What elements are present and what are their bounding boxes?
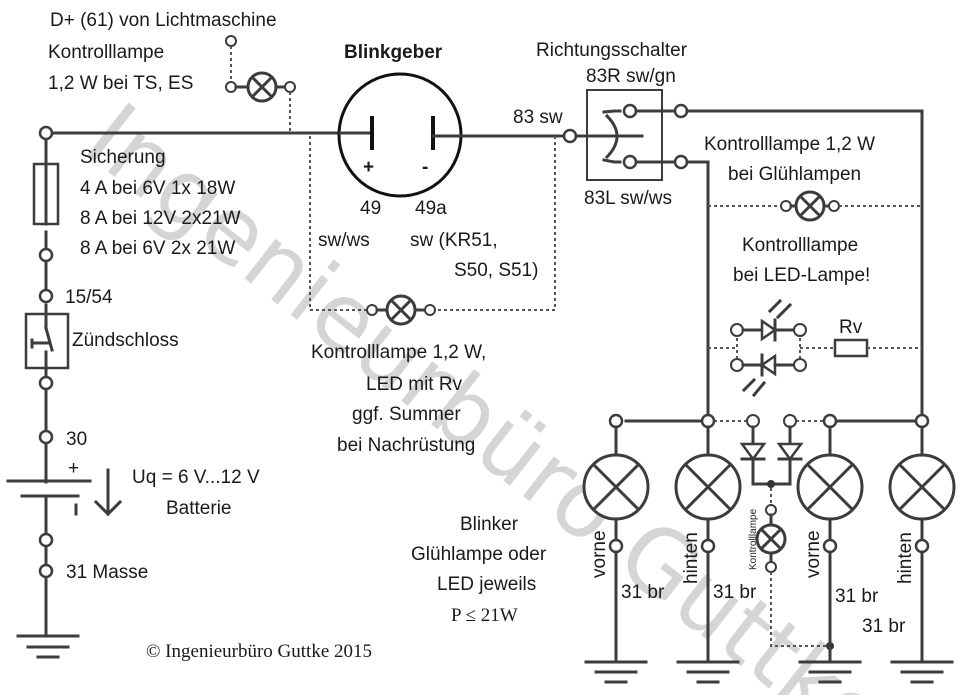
flasher-wire-49a-1: sw (KR51, <box>410 230 498 251</box>
resistor-label: Rv <box>839 317 863 338</box>
ignition-label: Zündschloss <box>72 330 179 351</box>
blinker-lamp-1: vorne 31 br <box>582 413 665 684</box>
lamp-ground-label: 31 br <box>621 582 665 603</box>
ground-symbol <box>676 660 740 684</box>
ground-symbol <box>16 634 80 659</box>
fuse-title: Sicherung <box>80 147 166 168</box>
terminal-top-left <box>38 125 54 141</box>
terminal-31 <box>38 563 54 579</box>
lamp-bottom-terminal <box>608 538 624 554</box>
flasher-title: Blinkgeber <box>344 42 443 63</box>
ground-symbol <box>890 660 954 684</box>
direction-switch-symbol <box>562 89 924 420</box>
center-lamp-label: Kontrolllampe <box>748 508 759 570</box>
lamp-bottom-terminal <box>914 538 930 554</box>
lamp-position-label: vorne <box>803 530 824 578</box>
lamp-top-terminal <box>914 413 930 429</box>
terminal-fuse-out <box>38 247 54 263</box>
flasher-lamp-line-4: bei Nachrüstung <box>337 435 475 456</box>
lamp-top-terminal <box>822 413 838 429</box>
battery-symbol <box>6 468 123 538</box>
lamp-position-label: hinten <box>681 532 702 584</box>
flasher-pin-49: 49 <box>360 198 381 219</box>
blinker-note-line-3: LED jeweils <box>437 574 536 595</box>
blinker-note-line-1: Blinker <box>460 514 519 535</box>
battery-plus-sign: + <box>68 458 79 479</box>
ignition-switch-symbol <box>24 312 70 370</box>
switch-input-label: 83 sw <box>513 107 563 128</box>
battery-label: Batterie <box>166 498 231 519</box>
flasher-lamp-line-3: ggf. Summer <box>352 404 461 425</box>
lamp-top-terminal <box>608 413 624 429</box>
blinker-note-line-2: Glühlampe oder <box>411 544 547 565</box>
dplus-lamp-label: Kontrolllampe <box>48 42 164 63</box>
dplus-lamp-rating: 1,2 W bei TS, ES <box>48 73 193 94</box>
terminal-battery-minus <box>38 532 54 548</box>
blinker-lamp-2: hinten 31 br <box>674 413 757 684</box>
dplus-indicator-lamp <box>225 35 296 132</box>
blinker-note-line-4: P ≤ 21W <box>451 605 518 626</box>
switch-right-label: 83R sw/gn <box>586 66 676 87</box>
terminal-15-54-label: 15/54 <box>65 287 113 308</box>
battery-voltage-label: Uq = 6 V...12 V <box>132 467 260 488</box>
terminal-ignition-out <box>38 375 54 391</box>
ground-symbol <box>584 660 648 684</box>
center-led-pair <box>739 414 834 650</box>
fuse-rating-1: 4 A bei 6V 1x 18W <box>80 178 235 199</box>
terminal-31-label: 31 Masse <box>66 562 148 583</box>
lamp-bottom-terminal <box>822 538 838 554</box>
copyright-label: © Ingenieurbüro Guttke 2015 <box>146 641 372 662</box>
flasher-pin-49a: 49a <box>415 198 447 219</box>
lamp-ground-label: 31 br <box>835 586 879 607</box>
terminal-30-label: 30 <box>66 429 87 450</box>
ground-symbol <box>798 660 862 684</box>
blinker-lamp-4: hinten 31 br <box>862 413 956 684</box>
flasher-minus-sign: - <box>422 157 428 178</box>
flasher-lamp-line-1: Kontrolllampe 1,2 W, <box>311 342 486 363</box>
blinker-lamps: vorne 31 br hinten 31 br vorne 31 br hinten 31 … <box>582 413 956 684</box>
lamp-bottom-terminal <box>700 538 716 554</box>
fuse-rating-3: 8 A bei 6V 2x 21W <box>80 238 235 259</box>
dplus-source-label: D+ (61) von Lichtmaschine <box>50 10 277 31</box>
bulb-indicator-lamp <box>708 190 922 222</box>
blinker-lamp-3: vorne 31 br <box>796 413 879 684</box>
led-indicator-line-2: bei LED-Lampe! <box>733 265 870 286</box>
flasher-wire-49: sw/ws <box>318 230 370 251</box>
flasher-wire-49a-2: S50, S51) <box>454 260 539 281</box>
bulb-indicator-line-2: bei Glühlampen <box>728 164 861 185</box>
lamp-top-terminal <box>700 413 716 429</box>
lamp-ground-label: 31 br <box>713 582 757 603</box>
terminal-30 <box>38 429 54 445</box>
bulb-indicator-line-1: Kontrolllampe 1,2 W <box>704 134 875 155</box>
flasher-lamp-line-2: LED mit Rv <box>366 374 463 395</box>
lamp-position-label: hinten <box>895 532 916 584</box>
fuse-rating-2: 8 A bei 12V 2x21W <box>80 208 241 229</box>
led-indicator-line-1: Kontrolllampe <box>742 235 858 256</box>
switch-title: Richtungsschalter <box>536 40 688 61</box>
terminal-15-54 <box>38 288 54 304</box>
switch-left-label: 83L sw/ws <box>584 188 672 209</box>
lamp-position-label: vorne <box>589 530 610 578</box>
led-indicator-circuit <box>708 298 922 398</box>
flasher-plus-sign: + <box>363 157 374 178</box>
flasher-indicator-lamp <box>309 136 556 326</box>
lamp-ground-label: 31 br <box>862 616 906 637</box>
flasher-unit-symbol <box>337 72 568 198</box>
